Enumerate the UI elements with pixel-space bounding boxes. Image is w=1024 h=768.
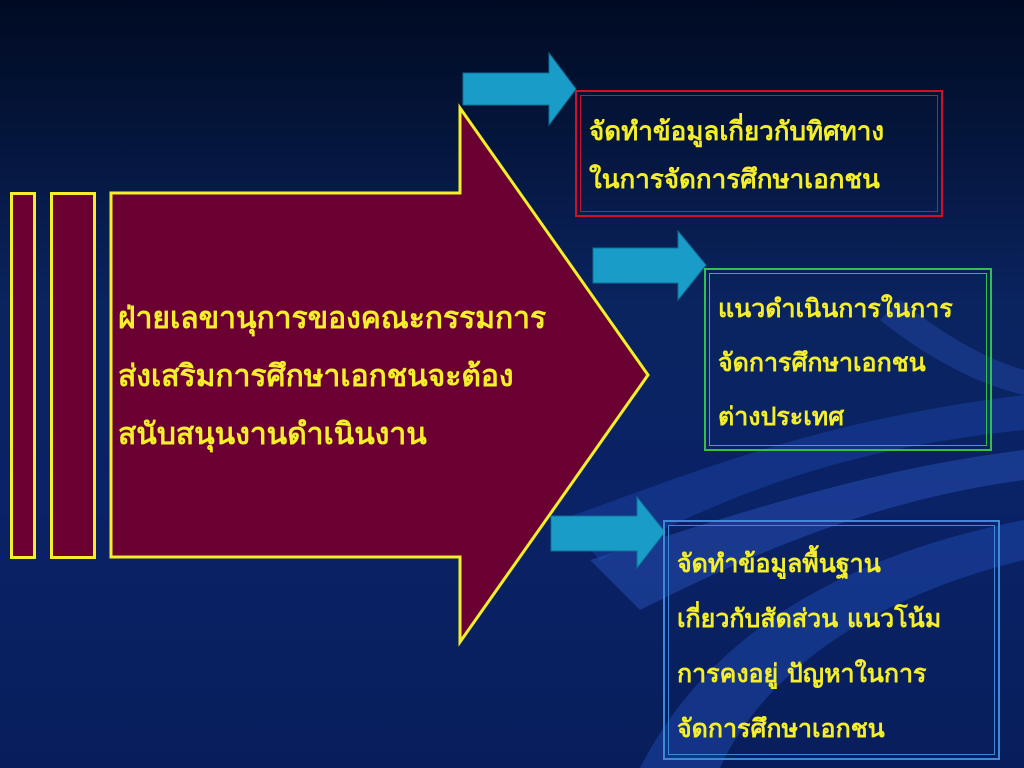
box3-line-3: การคงอยู่ ปัญหาในการ — [677, 659, 927, 688]
box1-line-1: จัดทำข้อมูลเกี่ยวกับทิศทาง — [589, 117, 885, 147]
box3-line-2: เกี่ยวกับสัดส่วน แนวโน้ม — [677, 604, 942, 633]
main-line-1: ฝ่ายเลขานุการของคณะกรรมการ — [118, 301, 547, 336]
info-box-basic-data: จัดทำข้อมูลพื้นฐาน เกี่ยวกับสัดส่วน แนวโ… — [663, 520, 1000, 760]
box3-line-1: จัดทำข้อมูลพื้นฐาน — [677, 549, 881, 578]
info-box-direction: จัดทำข้อมูลเกี่ยวกับทิศทาง ในการจัดการศึ… — [575, 90, 943, 217]
box2-line-3: ต่างประเทศ — [718, 402, 845, 431]
box3-line-4: จัดการศึกษาเอกชน — [677, 714, 885, 743]
box2-line-2: จัดการศึกษาเอกชน — [718, 348, 926, 377]
info-box-foreign-guidelines: แนวดำเนินการในการ จัดการศึกษาเอกชน ต่างป… — [704, 268, 992, 451]
left-bar-2 — [50, 192, 96, 559]
box2-line-1: แนวดำเนินการในการ — [718, 294, 953, 323]
main-line-2: ส่งเสริมการศึกษาเอกชนจะต้อง — [118, 359, 514, 394]
main-line-3: สนับสนุนงานดำเนินงาน — [118, 417, 427, 452]
left-bar-1 — [10, 192, 36, 559]
main-statement: ฝ่ายเลขานุการของคณะกรรมการ ส่งเสริมการศึ… — [118, 290, 588, 464]
box1-line-2: ในการจัดการศึกษาเอกชน — [589, 165, 880, 195]
